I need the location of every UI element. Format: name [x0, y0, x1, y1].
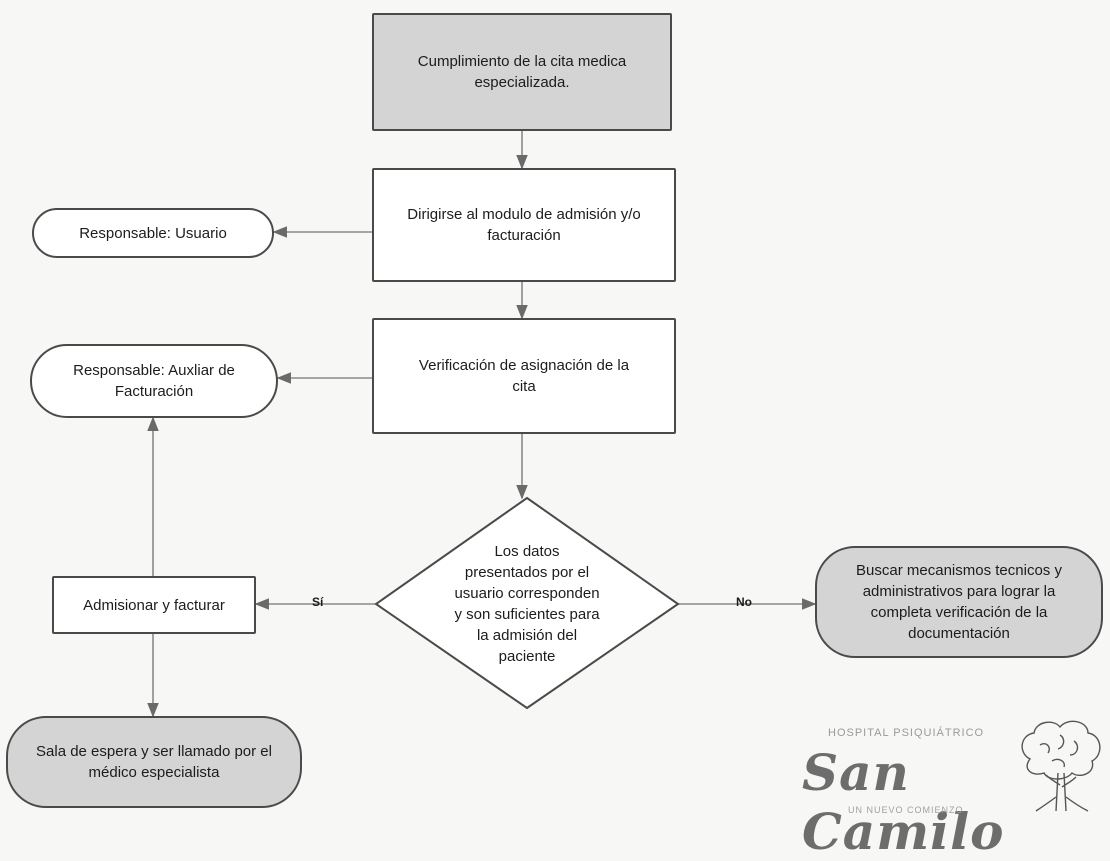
verificacion-node-label: Verificación de asignación de la cita	[418, 357, 630, 395]
buscar-node: Buscar mecanismos tecnicos y administrat…	[815, 546, 1103, 658]
logo-hospital-line: HOSPITAL PSIQUIÁTRICO	[828, 727, 985, 739]
admisionar-label: Admisionar y facturar	[83, 596, 225, 614]
start-node-label: Cumplimiento de la cita medica especiali…	[417, 53, 627, 91]
tree-icon	[1021, 720, 1101, 812]
responsable-usuario-label: Responsable: Usuario	[79, 224, 227, 242]
logo-tagline: UN NUEVO COMIENZO	[848, 805, 964, 815]
modulo-node: Dirigirse al modulo de admisión y/o fact…	[372, 168, 676, 282]
sala-label: Sala de espera y ser llamado por el médi…	[36, 743, 272, 781]
start-node: Cumplimiento de la cita medica especiali…	[372, 13, 672, 131]
decision-diamond	[374, 496, 680, 710]
responsable-usuario-node: Responsable: Usuario	[32, 208, 274, 258]
yes-edge-label: Sí	[312, 595, 324, 609]
admisionar-node: Admisionar y facturar	[52, 576, 256, 634]
buscar-label: Buscar mecanismos tecnicos y administrat…	[856, 562, 1062, 642]
flowchart-connectors	[147, 131, 817, 718]
responsable-auxiliar-node: Responsable: Auxliar de Facturación	[30, 344, 278, 418]
sala-node: Sala de espera y ser llamado por el médi…	[6, 716, 302, 808]
no-edge-label: No	[736, 595, 752, 609]
hospital-logo: HOSPITAL PSIQUIÁTRICO San Camilo UN NUEV…	[800, 715, 1110, 861]
responsable-auxiliar-label: Responsable: Auxliar de Facturación	[73, 362, 235, 400]
decision-text: Los datos presentados por el usuario cor…	[452, 538, 602, 670]
decision-label: Los datos presentados por el usuario cor…	[454, 543, 600, 665]
modulo-node-label: Dirigirse al modulo de admisión y/o fact…	[407, 206, 641, 244]
verificacion-node: Verificación de asignación de la cita	[372, 318, 676, 434]
